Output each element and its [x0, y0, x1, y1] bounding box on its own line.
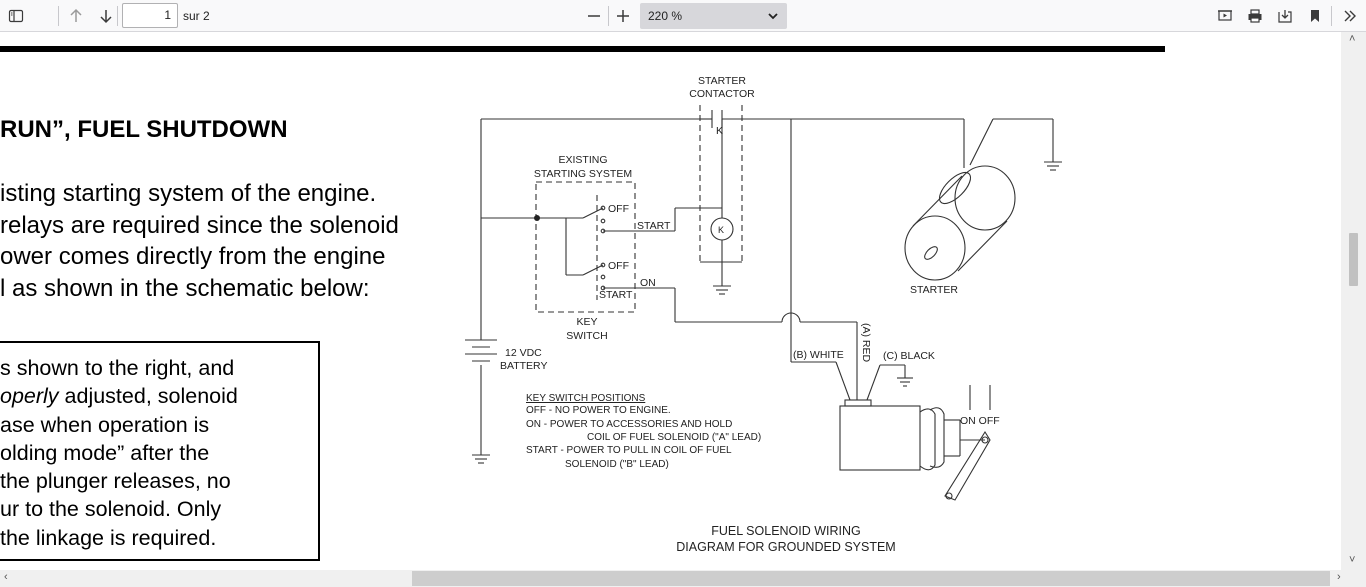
label-battery: 12 VDC: [505, 347, 542, 359]
note-line: olding mode” after the: [0, 440, 210, 465]
bookmark-icon[interactable]: [1303, 4, 1327, 28]
label-existing-system: EXISTING: [558, 154, 607, 166]
paragraph-line: l as shown in the schematic below:: [0, 274, 370, 302]
label-contactor-k: K: [716, 125, 723, 137]
positions-title: KEY SWITCH POSITIONS: [526, 393, 646, 404]
label-existing-system: STARTING SYSTEM: [534, 168, 632, 180]
note-line: the linkage is required.: [0, 525, 217, 550]
wiring-diagram: STARTER CONTACTOR K EXISTING STARTING SY…: [465, 75, 1062, 554]
scroll-down-icon[interactable]: ˅: [1349, 554, 1356, 566]
toolbar-separator: [1331, 6, 1332, 26]
next-page-icon[interactable]: [94, 4, 118, 28]
tools-menu-icon[interactable]: [1338, 4, 1362, 28]
zoom-value: 220 %: [648, 9, 683, 23]
label-key-switch: KEY: [576, 316, 597, 328]
label-starter-contactor: STARTER: [698, 75, 746, 87]
paragraph-line: ower comes directly from the engine: [0, 243, 386, 270]
body-paragraph: isting starting system of the engine. re…: [0, 178, 399, 304]
scroll-up-icon[interactable]: ˄: [1349, 33, 1356, 45]
label-start: START: [637, 220, 671, 232]
save-icon[interactable]: [1273, 4, 1297, 28]
zoom-select[interactable]: 220 %: [640, 3, 787, 29]
scroll-right-icon[interactable]: ›: [1337, 571, 1341, 583]
diagram-caption: DIAGRAM FOR GROUNDED SYSTEM: [676, 540, 895, 554]
scroll-left-icon[interactable]: ‹: [4, 571, 8, 583]
horizontal-scrollbar[interactable]: ‹ ›: [0, 570, 1366, 587]
page-number-input[interactable]: 1: [122, 3, 178, 28]
note-box: s shown to the right, and operly adjuste…: [0, 341, 320, 561]
section-heading: RUN”, FUEL SHUTDOWN: [0, 116, 288, 143]
label-off: OFF: [608, 203, 629, 215]
page-count-label: sur 2: [183, 9, 210, 23]
zoom-in-icon[interactable]: [611, 4, 635, 28]
horizontal-scroll-thumb[interactable]: [412, 571, 1330, 586]
label-on: ON: [640, 277, 656, 289]
positions-line: ON - POWER TO ACCESSORIES AND HOLD: [526, 419, 732, 430]
label-black-lead: (C) BLACK: [883, 350, 935, 362]
note-line-rest: adjusted, solenoid: [58, 384, 238, 409]
label-white-lead: (B) WHITE: [793, 349, 844, 361]
note-line: s shown to the right, and: [0, 356, 235, 380]
positions-line: OFF - NO POWER TO ENGINE.: [526, 405, 671, 416]
sidebar-toggle-icon[interactable]: [4, 4, 28, 28]
label-start: START: [599, 289, 633, 301]
zoom-out-icon[interactable]: [582, 4, 606, 28]
chevron-down-icon: [767, 4, 779, 37]
note-italic: operly: [0, 384, 59, 409]
print-icon[interactable]: [1243, 4, 1267, 28]
label-battery: BATTERY: [500, 360, 547, 372]
note-line: operly adjusted, solenoid: [0, 382, 318, 410]
vertical-scroll-thumb[interactable]: [1349, 233, 1358, 286]
label-off: OFF: [608, 260, 629, 272]
page-rule: [0, 46, 1165, 52]
note-line: the plunger releases, no: [0, 469, 231, 494]
positions-line: COIL OF FUEL SOLENOID ("A" LEAD): [587, 432, 761, 443]
positions-line: START - POWER TO PULL IN COIL OF FUEL: [526, 445, 732, 456]
label-starter: STARTER: [910, 284, 958, 296]
vertical-scrollbar[interactable]: ˄ ˅: [1341, 32, 1366, 570]
toolbar-separator: [608, 6, 609, 26]
pdf-toolbar: 1 sur 2 220 %: [0, 0, 1366, 32]
previous-page-icon[interactable]: [64, 4, 88, 28]
note-line: ase when operation is: [0, 412, 210, 437]
paragraph-line: relays are required since the solenoid: [0, 211, 399, 239]
toolbar-separator: [58, 6, 59, 26]
note-line: ur to the solenoid. Only: [0, 497, 222, 522]
toolbar-separator: [117, 6, 118, 26]
pdf-page: RUN”, FUEL SHUTDOWN isting starting syst…: [0, 32, 1341, 570]
label-key-switch: SWITCH: [566, 330, 607, 342]
document-viewer[interactable]: RUN”, FUEL SHUTDOWN isting starting syst…: [0, 32, 1341, 570]
label-starter-contactor: CONTACTOR: [689, 88, 755, 100]
paragraph-line: isting starting system of the engine.: [0, 180, 377, 207]
label-on-off: ON OFF: [960, 415, 1000, 427]
label-k-coil: K: [718, 225, 724, 235]
diagram-caption: FUEL SOLENOID WIRING: [711, 524, 861, 538]
label-red-lead: (A) RED: [860, 323, 872, 363]
positions-line: SOLENOID ("B" LEAD): [565, 459, 669, 470]
presentation-mode-icon[interactable]: [1213, 4, 1237, 28]
